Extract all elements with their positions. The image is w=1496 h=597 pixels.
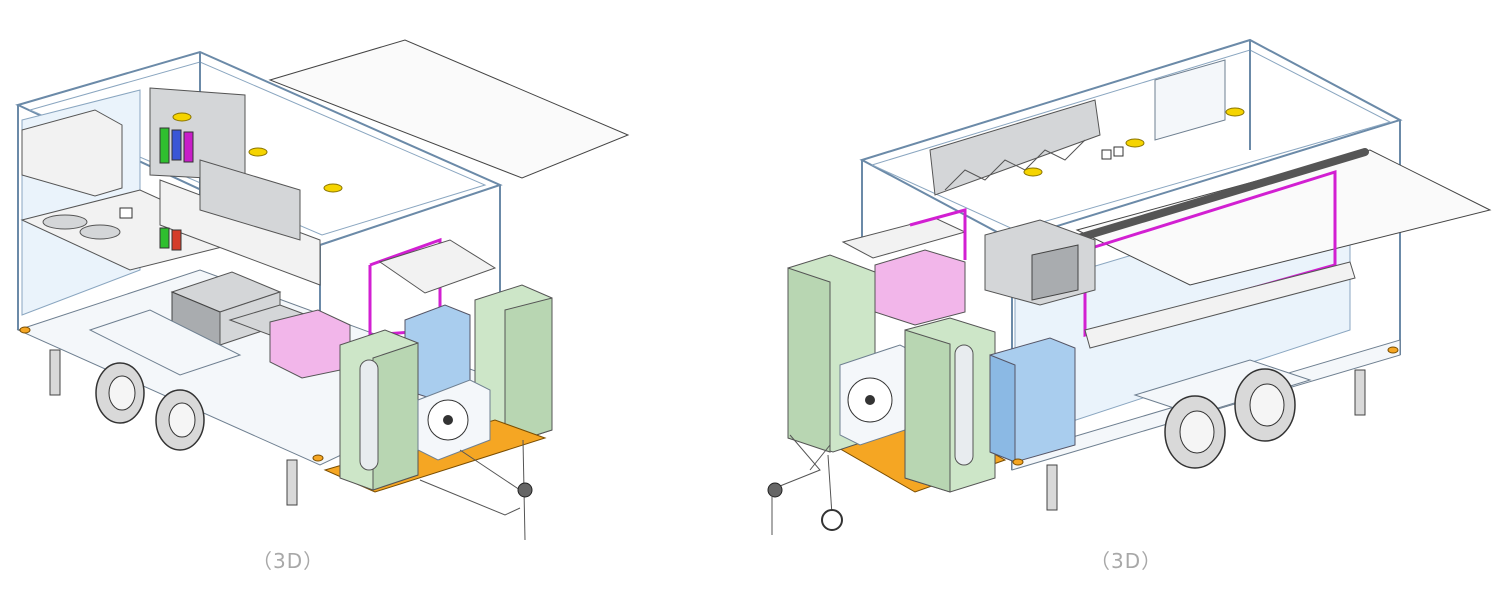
breaker-blue [171,129,182,161]
upper-cabinet [1154,59,1226,141]
outlet-icon-2 [1113,146,1124,157]
breaker-red [171,229,182,251]
marker-light-1 [19,326,31,334]
ceiling-light-2 [1125,138,1145,148]
trailer-right-drawing [767,38,1492,535]
tall-cabinet-right-side [904,329,951,493]
serving-awning [268,39,630,179]
ceiling-light-3 [323,183,343,193]
roof-inner-frame [870,49,1392,231]
drawbar [419,479,521,516]
hitch-coupler [517,482,533,498]
fender [88,309,242,376]
trailer-3d-right-view [750,0,1496,597]
pink-unit [269,309,351,379]
wheel-2-rim [1249,383,1285,427]
awning-roller [1068,148,1369,244]
counter-shelf [1084,261,1356,349]
sink-basin-2 [79,224,121,240]
trailer-left-drawing [15,39,630,541]
ceiling-light-3 [1225,107,1245,117]
wheel-2-rim [168,402,196,438]
ceiling-light-2 [248,147,268,157]
stabilizer-leg-2 [1354,369,1366,416]
stabilizer-leg-1 [1046,464,1058,511]
wall-cabinet [21,109,123,197]
outlet-icon-1 [1101,149,1112,160]
ceiling-light-1 [172,112,192,122]
serving-shelf [378,239,497,294]
breaker-green [159,127,170,164]
gas-cylinder [359,359,379,471]
outlet-icon [119,207,133,219]
gas-cylinder [954,344,974,466]
sink-basin-1 [42,214,88,230]
jockey-wheel [821,509,843,531]
caption-left: （3D） [252,549,325,573]
range-hood [199,159,301,241]
breaker-magenta [183,131,194,163]
breaker-green-2 [159,227,170,249]
magenta-pipe [909,208,967,260]
hood-filter [944,139,1086,191]
jockey-post [827,454,833,516]
marker-light-2 [1387,346,1399,354]
drawbar-2 [809,444,831,471]
caption-right: （3D） [1090,549,1163,573]
wheel-1-rim [108,375,136,411]
ac-fan-hub [865,395,875,405]
pink-unit [874,249,966,326]
ceiling-light-1 [1023,167,1043,177]
chest-freezer-side [989,354,1016,463]
marker-light-2 [312,454,324,462]
hitch-coupler [767,482,783,498]
marker-light-1 [1012,458,1024,466]
tall-cabinet-right-side [504,297,553,446]
wheel-1-rim [1179,410,1215,454]
stabilizer-leg-1 [49,349,61,396]
drawbar-2 [459,449,521,491]
stabilizer-leg-2 [286,459,298,506]
griddle-front [1031,244,1079,301]
tall-cabinet-left-side [787,267,831,453]
range-hood [929,99,1101,196]
drawbar [769,434,821,491]
tall-cabinet-front-side [372,342,419,491]
service-window-frame [1083,169,1337,337]
ac-fan-hub [443,415,453,425]
trailer-3d-left-view [0,0,650,597]
